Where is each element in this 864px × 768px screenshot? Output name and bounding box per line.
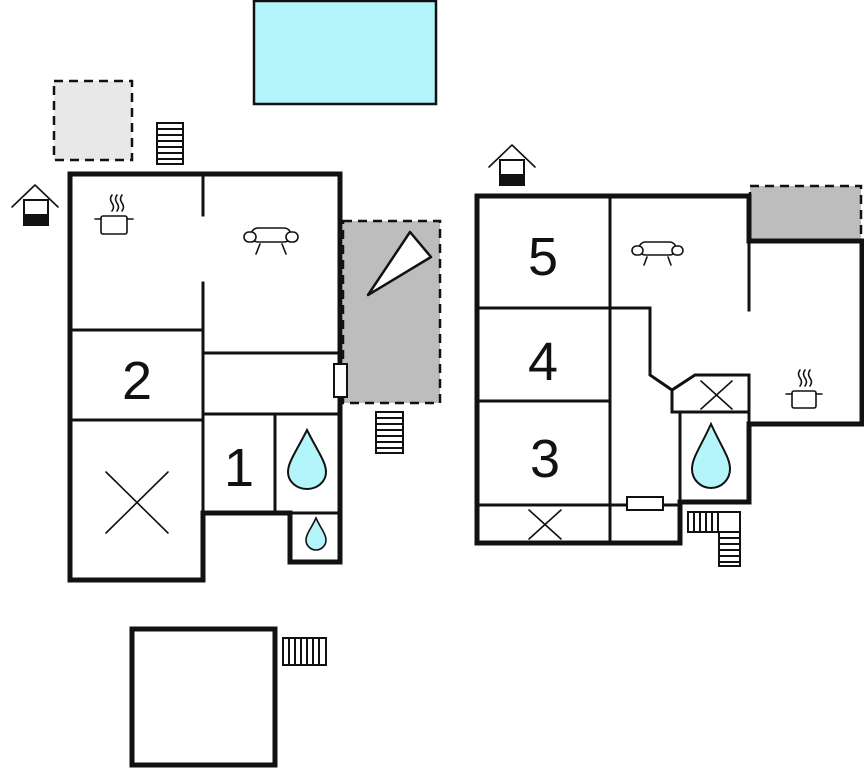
shower-drop-icon (286, 427, 328, 491)
terrace-gray-dashed (748, 184, 863, 242)
cooking-pot-icon (785, 369, 823, 409)
room-number-5: 5 (528, 227, 558, 287)
triangle-umbrella-icon (366, 230, 433, 297)
stairs-icon (156, 122, 184, 165)
sofa-icon (631, 241, 684, 266)
room-number-2: 2 (122, 351, 152, 411)
terrace-light-dashed (52, 79, 134, 162)
radiator-icon (626, 496, 664, 511)
pool (252, 0, 438, 106)
shower-drop-icon (305, 516, 327, 551)
bed-cross-icon (105, 471, 169, 534)
sofa-icon (243, 227, 299, 255)
stairs-icon (282, 637, 327, 666)
radiator-icon (333, 363, 348, 398)
right-house-internal-walls (475, 194, 751, 545)
room-number-4: 4 (528, 332, 558, 392)
cooking-pot-icon (94, 194, 134, 235)
shower-drop-icon (690, 421, 732, 490)
stairs-icon (375, 411, 404, 454)
bed-cross-icon (528, 509, 562, 540)
stairs-icon (687, 511, 741, 567)
outbuilding (129, 626, 278, 768)
terrace-gray-dashed (341, 219, 442, 405)
room-number-1: 1 (224, 438, 254, 498)
room-number-3: 3 (530, 429, 560, 489)
left-house-outline (67, 171, 343, 583)
bed-cross-icon (700, 380, 733, 410)
left-house-internal-walls (68, 172, 342, 515)
entrance-house-icon (11, 184, 59, 226)
entrance-house-icon (488, 144, 536, 186)
